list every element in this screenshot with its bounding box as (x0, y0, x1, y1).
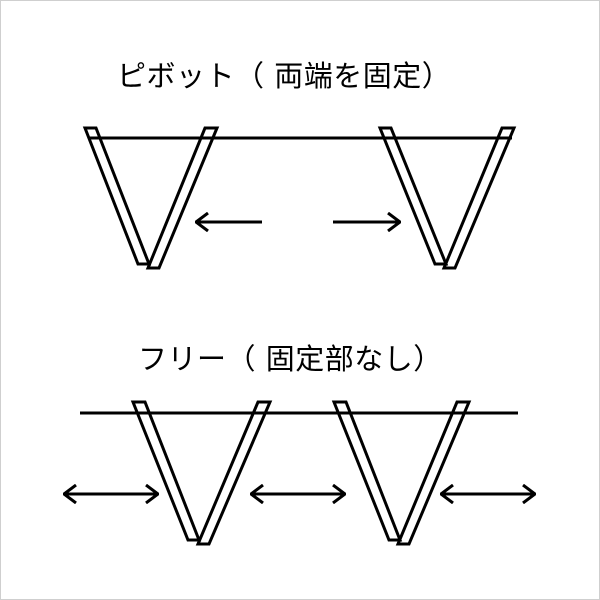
pivot-bracket-right-arm-b (441, 126, 517, 270)
free-bracket-left-arm-a (130, 400, 202, 542)
pivot-bracket-left (82, 126, 220, 270)
pivot-diagram (82, 126, 517, 270)
pivot-section-title: ピボット（ 両端を固定） (117, 59, 452, 93)
pivot-bracket-right (377, 126, 517, 270)
pivot-bracket-right-arm-a (377, 126, 449, 266)
free-bracket-left-arm-b (195, 400, 273, 546)
free-section-title: フリー（ 固定部なし） (138, 342, 443, 376)
free-bracket-left (130, 400, 273, 546)
free-bracket-right (331, 400, 472, 546)
free-bracket-right-arm-a (331, 400, 403, 542)
free-diagram (64, 400, 535, 546)
pivot-bracket-left-arm-b (145, 126, 220, 270)
free-bracket-right-arm-b (395, 400, 472, 546)
pivot-bracket-left-arm-a (82, 126, 152, 266)
